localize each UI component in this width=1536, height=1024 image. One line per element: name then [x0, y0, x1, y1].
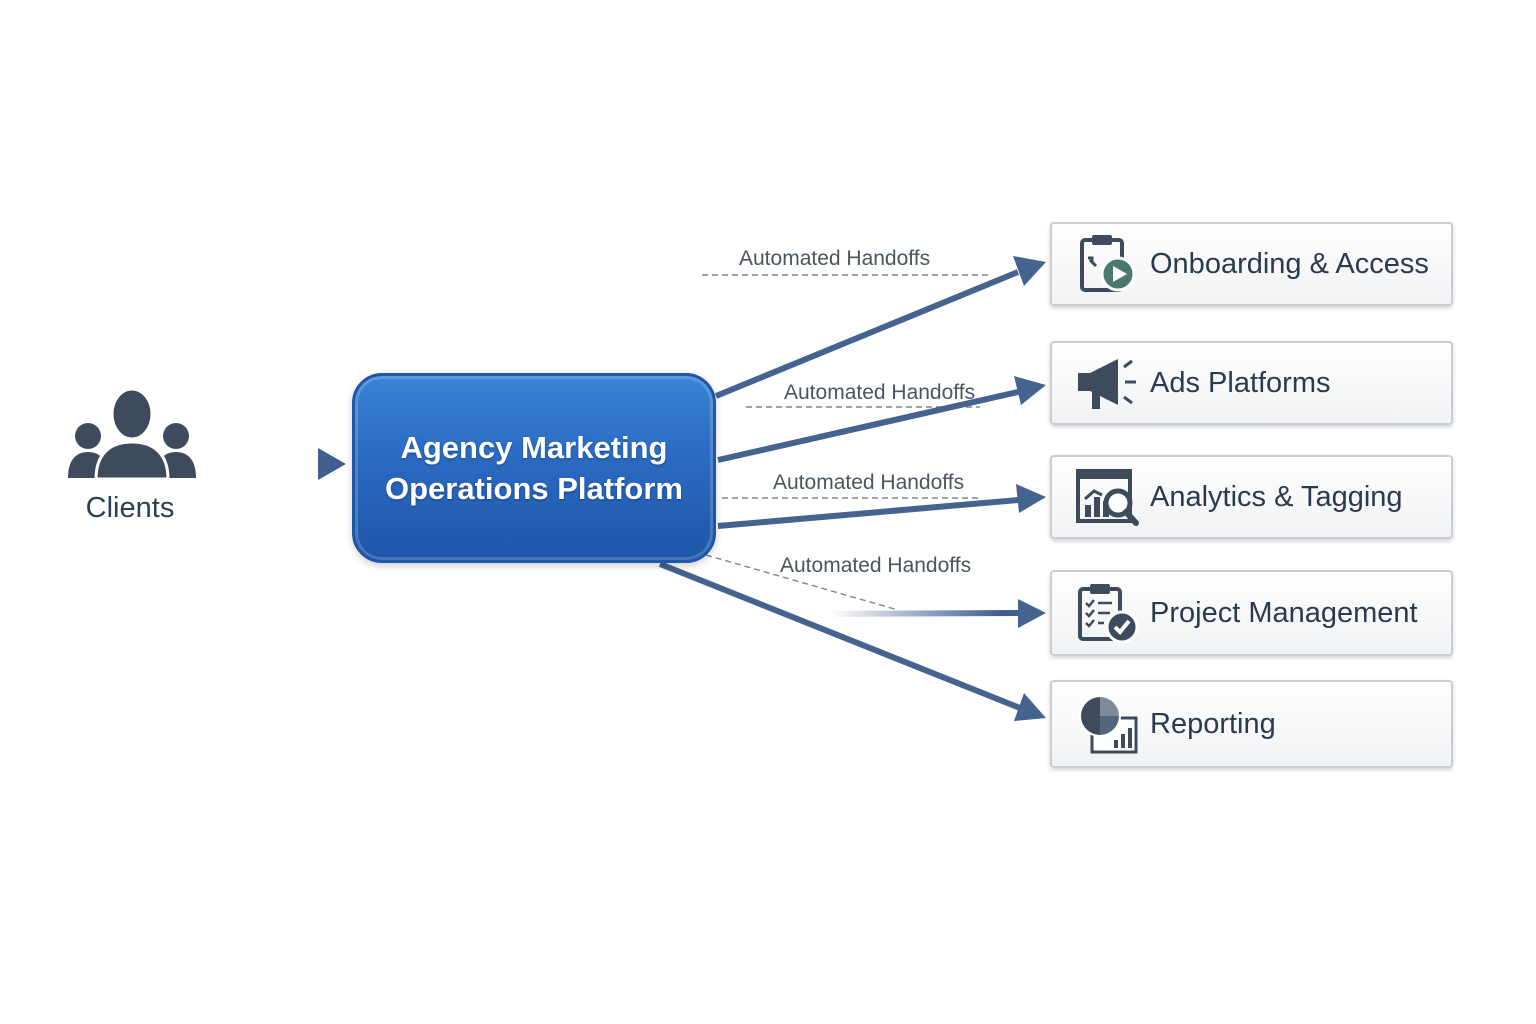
clipboard-play-icon	[1080, 235, 1136, 292]
users-group-icon	[68, 387, 196, 480]
checklist-clipboard-icon	[1078, 584, 1139, 644]
destination-label: Reporting	[1150, 707, 1276, 740]
destination-label: Project Management	[1150, 596, 1418, 629]
arrow-to-analytics	[717, 484, 1046, 529]
handoff-label-project: Automated Handoffs	[780, 554, 972, 577]
handoff-label-analytics: Automated Handoffs	[773, 471, 965, 494]
destination-reporting: Reporting	[1050, 680, 1453, 768]
analytics-search-icon	[1076, 469, 1139, 526]
clients-label: Clients	[85, 492, 175, 524]
destination-analytics-tagging: Analytics & Tagging	[1050, 455, 1453, 539]
pie-chart-report-icon	[1079, 695, 1138, 754]
arrow-to-ads-platforms	[717, 376, 1046, 463]
platform-node: Agency Marketing Operations Platform	[352, 373, 716, 563]
arrow-to-project-management	[829, 599, 1046, 628]
destination-label: Ads Platforms	[1150, 366, 1331, 399]
platform-title: Agency Marketing Operations Platform	[385, 430, 683, 506]
destination-label: Analytics & Tagging	[1150, 480, 1403, 513]
clients-to-platform-arrow	[208, 448, 346, 480]
arrow-to-reporting	[658, 561, 1046, 721]
handoff-label-onboarding: Automated Handoffs	[739, 247, 931, 270]
destination-onboarding-access: Onboarding & Access	[1050, 222, 1453, 306]
destination-project-management: Project Management	[1050, 570, 1453, 656]
arrow-to-onboarding	[714, 256, 1046, 399]
handoff-label-ads: Automated Handoffs	[784, 381, 976, 404]
destination-ads-platforms: Ads Platforms	[1050, 341, 1453, 425]
megaphone-icon	[1078, 359, 1136, 409]
destination-label: Onboarding & Access	[1150, 247, 1429, 280]
